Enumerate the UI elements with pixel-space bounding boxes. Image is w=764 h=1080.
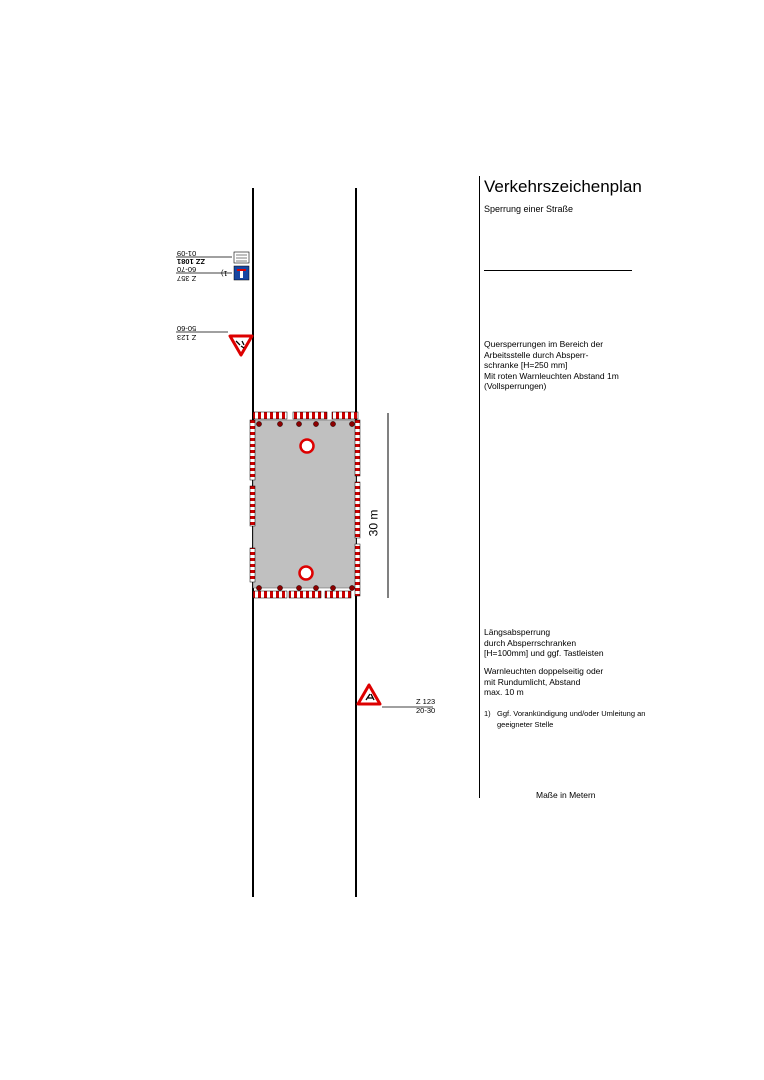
roadwork-warning-sign-upper	[228, 334, 254, 357]
upper-warning-code-label: Z 123	[177, 333, 197, 342]
warning-lights-top	[256, 421, 355, 427]
note-line: Arbeitsstelle durch Absperr-	[484, 349, 589, 360]
barrier-bottom	[252, 590, 352, 599]
units-note: Maße in Metern	[536, 790, 596, 800]
page-title: Verkehrszeichenplan	[484, 177, 642, 196]
dead-end-distance-label: 60-70	[177, 265, 197, 274]
note-line: Quersperrungen im Bereich der	[484, 339, 604, 349]
panel-divider	[479, 176, 480, 798]
footnote-line: Ggf. Vorankündigung und/oder Umleitung a…	[497, 709, 646, 718]
closed-road-sign-bottom	[298, 565, 314, 581]
note-cross-barrier: Quersperrungen im Bereich der Arbeitsste…	[484, 339, 619, 392]
note-line: durch Absperrschranken	[484, 637, 577, 648]
detour-code-label: ZZ 1081	[177, 257, 205, 266]
dead-end-sign	[233, 265, 250, 281]
barrier-top	[252, 411, 359, 420]
title-separator	[484, 270, 632, 271]
upper-warning-distance-label: 50-60	[177, 324, 197, 333]
lower-warning-code-label: Z 123	[416, 697, 436, 706]
note-warning-lights: Warnleuchten doppelseitig oder mit Rundu…	[484, 666, 603, 698]
closed-road-sign-top	[299, 438, 315, 454]
dead-end-code-label: Z 357	[177, 274, 197, 283]
note-line: Warnleuchten doppelseitig oder	[484, 666, 604, 676]
note-line: (Vollsperrungen)	[484, 381, 547, 391]
note-line: [H=100mm] und ggf. Tastleisten	[484, 648, 604, 658]
page-subtitle: Sperrung einer Straße	[484, 204, 574, 214]
note-line: Mit roten Warnleuchten Abstand 1m	[484, 370, 619, 381]
footnote-mark-label: 1)	[221, 269, 228, 278]
worksite-length-label: 30 m	[366, 509, 381, 537]
footnote-number: 1)	[484, 709, 491, 718]
lower-warning-distance-label: 20-30	[416, 706, 436, 715]
warning-lights-bottom	[256, 585, 355, 591]
detour-plate	[233, 251, 250, 264]
barrier-right	[354, 419, 361, 597]
footnote: 1) Ggf. Vorankündigung und/oder Umleitung…	[484, 708, 645, 730]
note-line: Längsabsperrung	[484, 627, 551, 637]
roadwork-warning-sign-lower	[356, 683, 382, 706]
footnote-line: geeigneter Stelle	[497, 720, 554, 729]
note-line: mit Rundumlicht, Abstand	[484, 676, 581, 687]
note-line: schranke [H=250 mm]	[484, 360, 568, 370]
note-line: max. 10 m	[484, 687, 524, 697]
barrier-left	[249, 419, 256, 583]
note-longitudinal-barrier: Längsabsperrung durch Absperrschranken […	[484, 627, 604, 659]
detour-distance-label: 01-09	[177, 249, 197, 258]
